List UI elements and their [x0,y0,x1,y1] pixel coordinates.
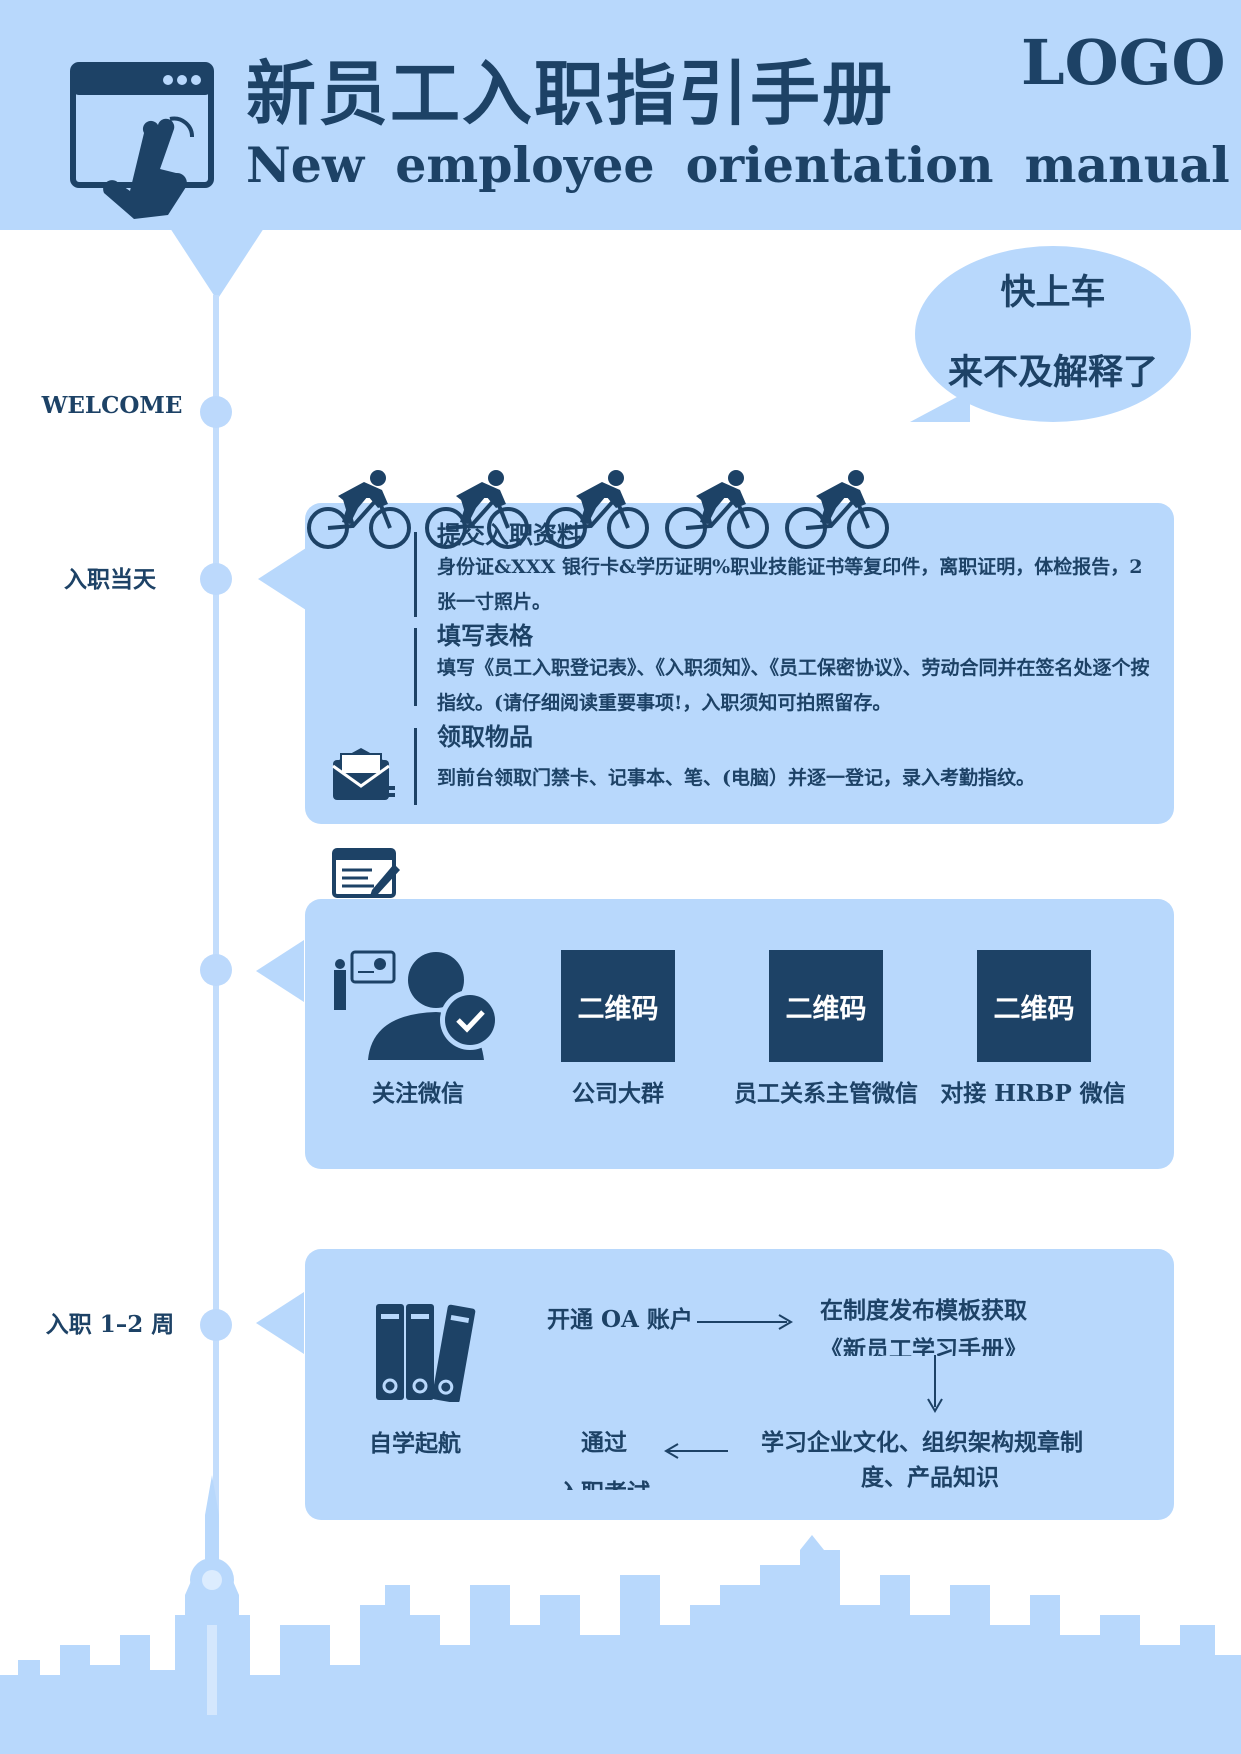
step-get-handbook-line2: 《新员工学习手册》 [820,1336,1027,1356]
section-bar-2 [414,628,417,706]
section-title-collect: 领取物品 [437,722,533,751]
cyclist-icon [785,468,889,549]
logo: LOGO [1021,26,1226,99]
section-bar-1 [414,532,417,617]
timeline-dot-wechat [200,954,232,986]
step-get-handbook-line1: 在制度发布模板获取 [820,1297,1027,1324]
section-body-submit: 身份证&XXX 银行卡&学历证明%职业技能证书等复印件，离职证明，体检报告，2 … [437,556,1143,613]
follow-wechat-label: 关注微信 [372,1080,464,1107]
timeline-dot-week [200,1309,232,1341]
cyclist-icon [665,468,769,549]
form-edit-icon [332,848,400,898]
person-check-icon [334,950,500,1060]
arrow-left-icon [664,1443,728,1459]
self-study-label: 自学起航 [369,1430,461,1457]
section-title-forms: 填写表格 [437,621,533,650]
qr-caption-employee-relations: 员工关系主管微信 [734,1080,918,1107]
step-pass-exam-line2-clip: 入职考试 [558,1473,650,1490]
timeline-label-welcome: WELCOME [41,392,183,419]
header-notch [170,228,264,300]
timeline-label-week: 入职 1–2 周 [45,1311,175,1338]
step-learn-line1: 学习企业文化、组织架构规章制 [761,1429,1083,1456]
arrow-down-icon [927,1355,943,1413]
step-get-handbook-line2-clip: 《新员工学习手册》 [820,1336,1027,1356]
timeline-label-day-one: 入职当天 [64,566,156,593]
section-bar-3 [414,728,417,805]
timeline-dot-day-one [200,563,232,595]
day-one-card [305,503,1174,824]
timeline-dot-welcome [200,396,232,428]
step-pass-exam-line1: 通过 [581,1429,627,1456]
section-body-forms: 填写《员工入职登记表》、《入职须知》、《员工保密协议》、劳动合同并在签名处逐个按… [437,657,1150,714]
qr-caption-hrbp: 对接 HRBP 微信 [940,1080,1126,1107]
step-open-oa: 开通 OA 账户 [547,1306,693,1333]
qr-code-hrbp: 二维码 [977,950,1091,1062]
speech-bubble-tail [910,390,970,422]
day-one-card-pointer [258,548,306,610]
city-skyline [0,1475,1241,1754]
bubble-line-2: 来不及解释了 [947,352,1158,393]
wechat-card-pointer [256,940,304,1002]
qr-code-employee-relations: 二维码 [769,950,883,1062]
qr-code-company-group: 二维码 [561,950,675,1062]
self-study-card-pointer [256,1292,304,1354]
cyclist-icon [307,468,411,549]
page-title: 新员工入职指引手册 [246,52,894,135]
qr-caption-company-group: 公司大群 [572,1080,664,1107]
binders-icon [376,1304,476,1402]
page-subtitle: New employee orientation manual [246,136,1230,194]
header-banner [0,0,1241,230]
section-title-submit: 提交入职资料 [437,520,581,549]
step-learn-line2: 度、产品知识 [861,1464,999,1491]
cyclists-row [307,468,889,549]
bubble-line-1: 快上车 [1000,272,1106,313]
section-body-collect: 到前台领取门禁卡、记事本、笔、(电脑）并逐一登记，录入考勤指纹。 [437,767,1035,789]
step-pass-exam-line2: 入职考试 [558,1473,650,1490]
arrow-right-icon [697,1314,793,1330]
browser-hand-icon [70,62,214,219]
envelope-icon [332,748,395,800]
